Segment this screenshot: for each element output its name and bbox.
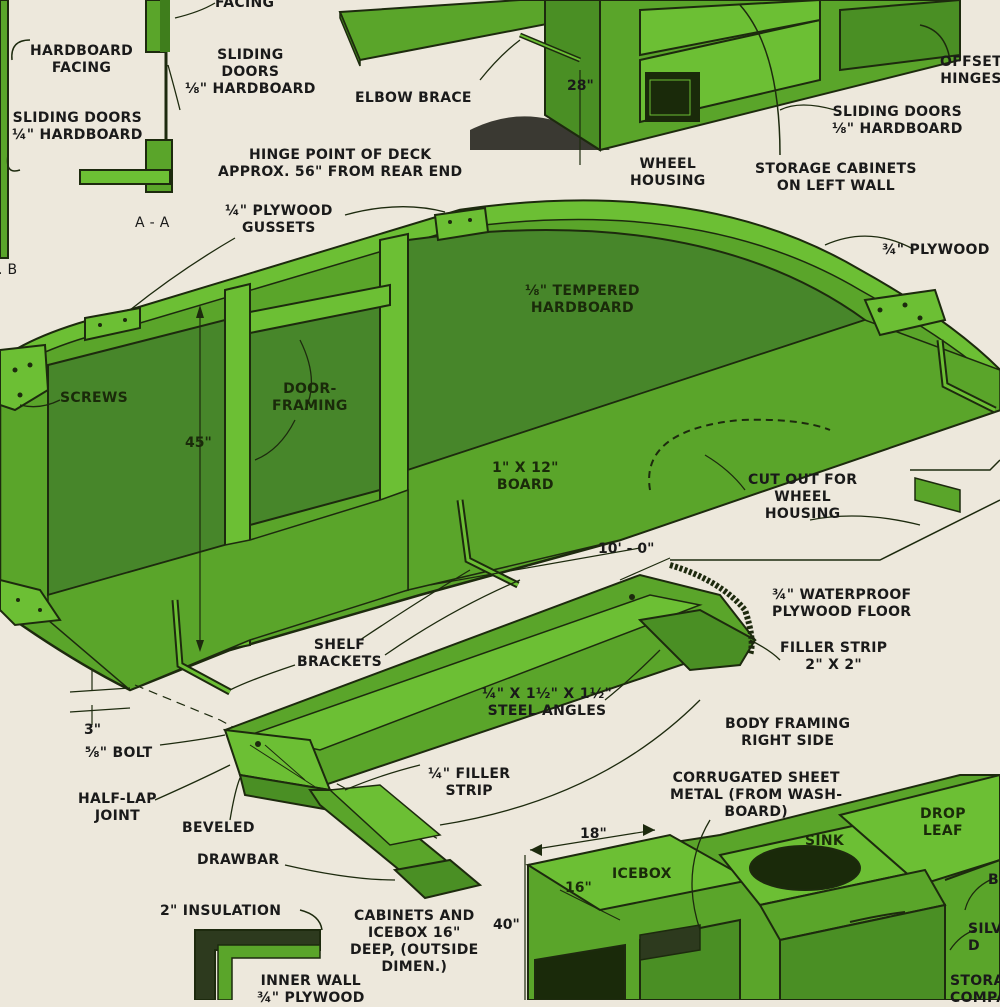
kitchen-cabinet (524, 773, 1000, 1000)
label-sink: SINK (805, 833, 845, 849)
label-drawbar: DRAWBAR (197, 852, 280, 868)
label-elbow-brace: ELBOW BRACE (355, 90, 472, 106)
dim-16: 16" (565, 880, 592, 896)
label-board-1x12: 1" X 12"BOARD (492, 460, 559, 493)
leader-lines (19, 2, 921, 931)
label-insulation: 2" INSULATION (160, 903, 282, 919)
insulation-corner (194, 909, 323, 1000)
dim-45: 45" (185, 435, 212, 451)
label-facing: FACING (215, 0, 275, 11)
label-section-aa: A - A (135, 215, 170, 231)
label-steel-angles: ¼" X 1½" X 1½"STEEL ANGLES (482, 686, 613, 719)
dim-10-ft: 10' - 0" (598, 541, 655, 557)
dim-28: 28" (567, 78, 594, 94)
label-beveled: BEVELED (182, 820, 255, 836)
label-b-partial: B (988, 872, 999, 888)
section-detail-aa (0, 0, 173, 259)
dim-18: 18" (580, 826, 607, 842)
chassis-frame (69, 562, 757, 900)
label-section-b: . B (0, 262, 18, 278)
trailer-body (0, 199, 1000, 696)
label-storage-partial: STORACOMPA (950, 973, 1000, 1006)
dim-3: 3" (84, 722, 102, 738)
dim-40: 40" (493, 917, 520, 933)
label-bolt: ⅝" BOLT (85, 745, 153, 761)
partial-leaders (949, 879, 991, 951)
label-icebox: ICEBOX (612, 866, 672, 882)
label-screws: SCREWS (60, 390, 129, 406)
label-door-framing: DOOR-FRAMING (272, 381, 348, 414)
label-plywood-three-quarter: ¾" PLYWOOD (882, 242, 990, 258)
storage-cabinet-top (338, 0, 961, 165)
floor-outline (134, 459, 1000, 841)
